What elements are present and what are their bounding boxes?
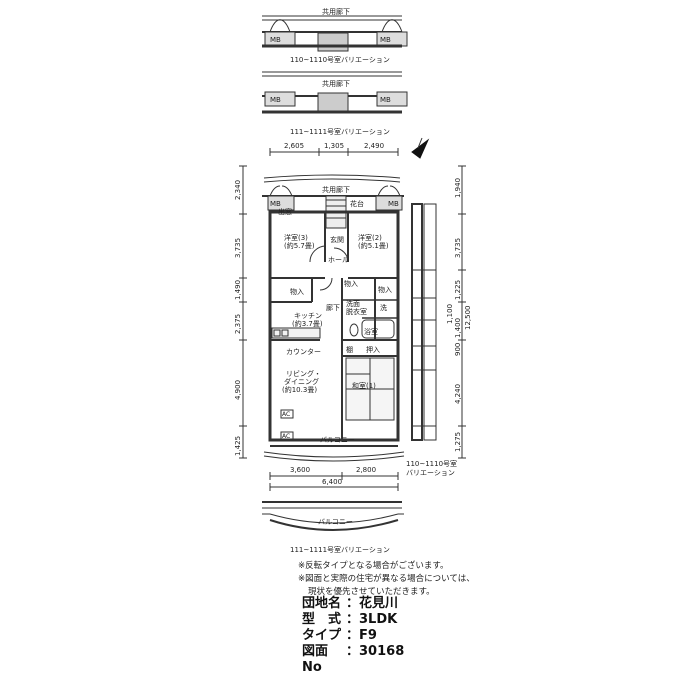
wash-machine-label: 洗 xyxy=(380,303,387,312)
kitchen-size: (約3.7畳) xyxy=(292,319,323,328)
complex-key: 団地名 xyxy=(302,596,342,611)
dim-right-2: 3,735 xyxy=(454,238,462,258)
balcony-label-1: バルコニー xyxy=(320,436,355,444)
dim-left-2: 3,735 xyxy=(234,238,242,258)
dim-left-1: 2,340 xyxy=(234,180,242,200)
dim-bottom-1: 3,600 xyxy=(290,466,310,474)
ac-label-1: AC xyxy=(282,411,290,418)
drawing-no-key: 図面No xyxy=(302,644,329,675)
living-label-2: ダイニング xyxy=(284,377,319,386)
storage-label-3: 物入 xyxy=(378,285,392,294)
dim-total: 6,400 xyxy=(322,478,342,486)
variation-3-label-line1: 110~1110号室 xyxy=(406,459,457,468)
type-key: 型 式 xyxy=(302,612,342,627)
dim-top-3: 2,490 xyxy=(364,142,384,150)
north-arrow-icon xyxy=(411,137,430,159)
side-elevation-drawing xyxy=(411,165,466,459)
dim-left-6: 1,425 xyxy=(234,436,242,456)
dim-right-3: 1,225 xyxy=(454,280,462,300)
bath-label: 浴室 xyxy=(364,327,378,336)
mb-label-1: MB xyxy=(270,36,281,44)
room3-size: (約5.7畳) xyxy=(284,241,315,250)
ac-label-2: AC xyxy=(282,433,290,440)
dim-bottom-2: 2,800 xyxy=(356,466,376,474)
variation-2-label: 111~1111号室バリエーション xyxy=(290,127,390,136)
japanese-room-label: 和室(1) xyxy=(352,381,376,390)
main-plan-drawing xyxy=(262,174,405,462)
dim-right-5: 1,400 xyxy=(454,318,462,338)
mb-label-5: MB xyxy=(270,200,281,208)
variation-4-label: 111~1111号室バリエーション xyxy=(290,545,390,554)
washroom-label-1: 洗面 xyxy=(346,299,360,308)
porch-label: 出窓 xyxy=(278,207,292,216)
washroom-label-2: 脱衣室 xyxy=(346,307,367,316)
mb-label-2: MB xyxy=(380,36,391,44)
dim-top-2: 1,305 xyxy=(324,142,344,150)
dim-right-7: 900 xyxy=(454,343,462,356)
dim-right-9: 1,275 xyxy=(454,432,462,452)
counter-label: カウンター xyxy=(286,347,321,356)
note-3: 現状を優先させていただきます。 xyxy=(308,587,435,597)
closet-label: 押入 xyxy=(366,345,380,354)
storage-label-2: 物入 xyxy=(344,279,358,288)
shelf-label: 棚 xyxy=(346,345,353,354)
dim-left-3: 1,490 xyxy=(234,280,242,300)
drawing-no-value: 30168 xyxy=(359,644,405,659)
dim-right-4: 1,100 xyxy=(446,304,454,324)
balcony-label-2: バルコニー xyxy=(318,518,353,526)
storage-label-1: 物入 xyxy=(290,287,304,296)
corridor-label-3: 共用廊下 xyxy=(322,185,350,194)
dim-left-5: 4,900 xyxy=(234,380,242,400)
living-label-3: (約10.3畳) xyxy=(282,385,317,394)
dim-top-1: 2,605 xyxy=(284,142,304,150)
kitchen-name: キッチン xyxy=(294,312,322,320)
variation-1-drawing xyxy=(262,15,408,52)
room2-size: (約5.1畳) xyxy=(358,241,389,250)
note-2: ※図面と実際の住宅が異なる場合については、 xyxy=(298,574,475,584)
floor-plan-drawing: 共用廊下 MB MB 110~1110号室バリエーション 共用廊下 MB MB … xyxy=(234,7,472,554)
dim-left-4: 2,375 xyxy=(234,314,242,334)
corridor-label-2: 共用廊下 xyxy=(322,79,350,88)
entrance-label: 玄関 xyxy=(330,235,344,244)
mb-label-6: MB xyxy=(388,200,399,208)
variation-1-label: 110~1110号室バリエーション xyxy=(290,55,390,64)
room2-name: 洋室(2) xyxy=(358,233,382,242)
dim-right-1: 1,940 xyxy=(454,178,462,198)
complex-value: 花見川 xyxy=(359,596,399,611)
plan-info-block: 団地名：花見川 型 式：3LDK タイプ：F9 図面No：30168 xyxy=(302,596,405,675)
variation-3-label-line2: バリエーション xyxy=(406,469,455,477)
flower-label: 花台 xyxy=(350,199,364,208)
mb-label-4: MB xyxy=(380,96,391,104)
mb-label-3: MB xyxy=(270,96,281,104)
corridor-label-1: 共用廊下 xyxy=(322,7,350,16)
hall-label: ホール xyxy=(328,256,349,264)
variation-2-drawing xyxy=(262,71,408,114)
dim-right-6: 12,500 xyxy=(464,306,472,331)
living-label-1: リビング・ xyxy=(286,369,321,378)
dim-right-8: 4,240 xyxy=(454,384,462,404)
room3-name: 洋室(3) xyxy=(284,233,308,242)
type-value: 3LDK xyxy=(359,612,398,627)
note-1: ※反転タイプとなる場合がございます。 xyxy=(298,561,449,571)
variation-4-drawing xyxy=(262,501,404,531)
plan-key: タイプ xyxy=(302,628,342,643)
hallway-label: 廊下 xyxy=(326,303,340,312)
plan-value: F9 xyxy=(359,628,377,643)
